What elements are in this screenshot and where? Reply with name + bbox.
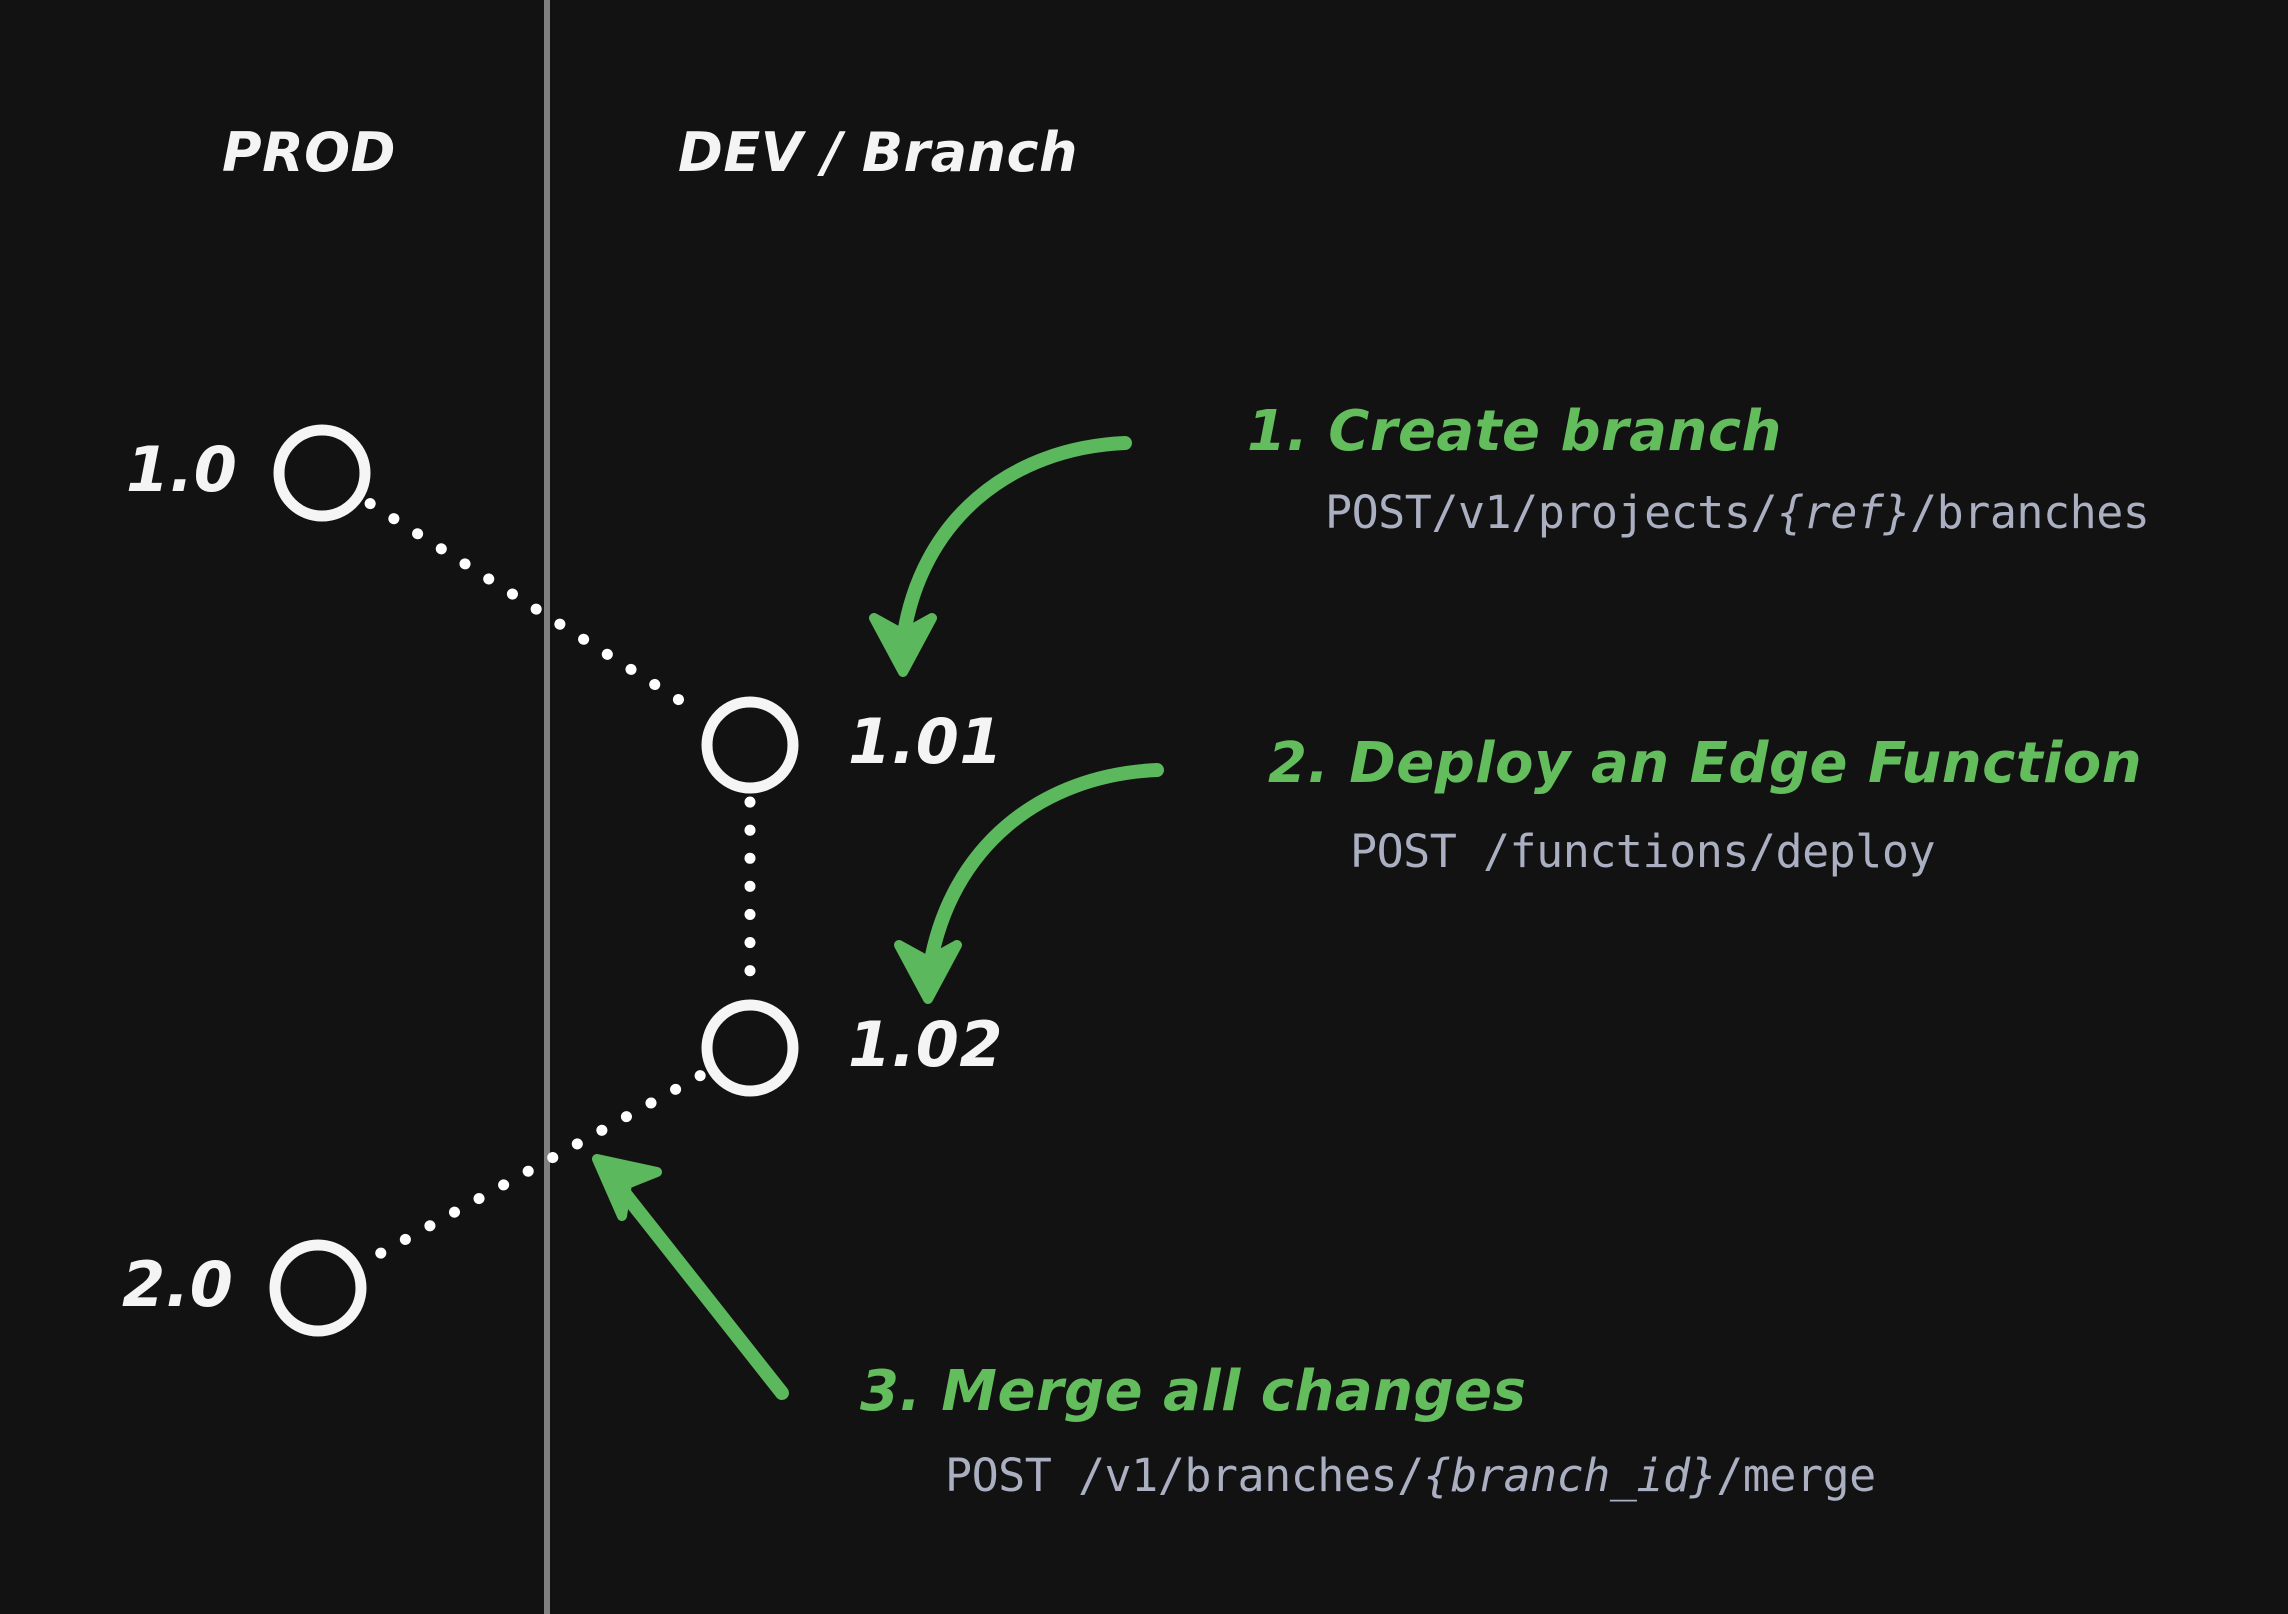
step-1-arrow	[869, 436, 1132, 677]
step-2-api-separator	[1456, 825, 1483, 878]
node-label-prod-2-0: 2.0	[122, 1248, 234, 1321]
step-1-api-after: /branches	[1910, 486, 2150, 539]
step-3-api-param: {branch_id}	[1423, 1449, 1717, 1502]
node-ring-prod-1-0	[273, 424, 371, 522]
step-3-arrow	[592, 1154, 789, 1400]
column-header-prod: PROD	[222, 121, 396, 184]
node-label-prod-1-0: 1.0	[126, 433, 238, 506]
node-label-dev-1-01: 1.01	[848, 705, 1003, 778]
step-2-api-before: /functions/deploy	[1482, 825, 1936, 878]
step-3-api-after: /merge	[1716, 1449, 1876, 1502]
step-1-api-before: v1/projects/	[1457, 486, 1778, 539]
step-1-api-separator: /	[1431, 486, 1458, 539]
step-1-title: 1. Create branch	[1247, 399, 1782, 464]
step-3-api-before: /v1/branches/	[1077, 1449, 1424, 1502]
step-3-title: 3. Merge all changes	[860, 1359, 1527, 1424]
step-2-api-path: POST /functions/deploy	[1350, 825, 1936, 878]
step-2-arrow	[894, 763, 1164, 1004]
step-3-api-path: POST /v1/branches/{branch_id}/merge	[945, 1452, 1876, 1499]
connector-branch-from-prod-1-0	[364, 498, 708, 720]
step-1-api-param: {ref}	[1777, 486, 1911, 539]
step-3-api-method: POST	[945, 1449, 1052, 1502]
column-header-dev: DEV / Branch	[678, 121, 1078, 184]
node-ring-dev-1-02	[701, 999, 799, 1097]
step-1-api-method: POST	[1325, 486, 1432, 539]
step-2-api-method: POST	[1350, 825, 1457, 878]
step-3-api-separator	[1051, 1449, 1078, 1502]
node-ring-prod-2-0	[269, 1239, 367, 1337]
step-2-title: 2. Deploy an Edge Function	[1268, 731, 2143, 796]
step-1-api-path: POST/v1/projects/{ref}/branches	[1325, 486, 2150, 539]
node-label-dev-1-02: 1.02	[848, 1008, 1003, 1081]
node-ring-dev-1-01	[701, 696, 799, 794]
